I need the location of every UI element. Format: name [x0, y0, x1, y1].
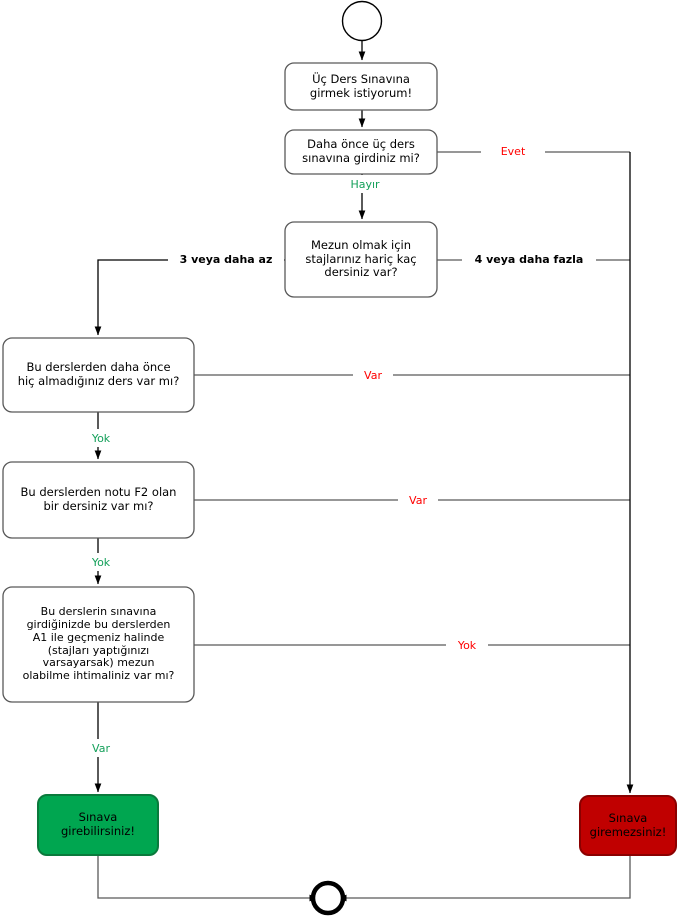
node-n6 [2, 586, 195, 703]
node-n3 [284, 221, 438, 298]
node-n4 [2, 337, 195, 413]
node-n1 [284, 62, 438, 111]
edge-label-var-3: Var [80, 739, 122, 757]
node-fail [579, 795, 677, 856]
edge-label-yok-3: Yok [446, 636, 488, 654]
edge-label-3-veya-daha-az: 3 veya daha az [168, 250, 284, 268]
edge-label-4-veya-daha-fazla: 4 veya daha fazla [462, 250, 596, 268]
edge-label-evet: Evet [481, 142, 545, 160]
node-success [37, 794, 159, 856]
node-n2 [284, 129, 438, 175]
end-node [310, 880, 346, 916]
edge-label-var-1: Var [353, 366, 393, 384]
edge-label-yok-2: Yok [80, 553, 122, 571]
start-node [341, 0, 383, 42]
edge-success-to-end [97, 855, 319, 902]
edge-n3-az [94, 259, 285, 336]
edge-label-hayir: Hayır [333, 175, 397, 193]
node-n5 [2, 461, 195, 539]
edge-label-var-2: Var [398, 491, 438, 509]
edge-label-yok-1: Yok [80, 429, 122, 447]
edge-fail-to-end [337, 855, 631, 902]
